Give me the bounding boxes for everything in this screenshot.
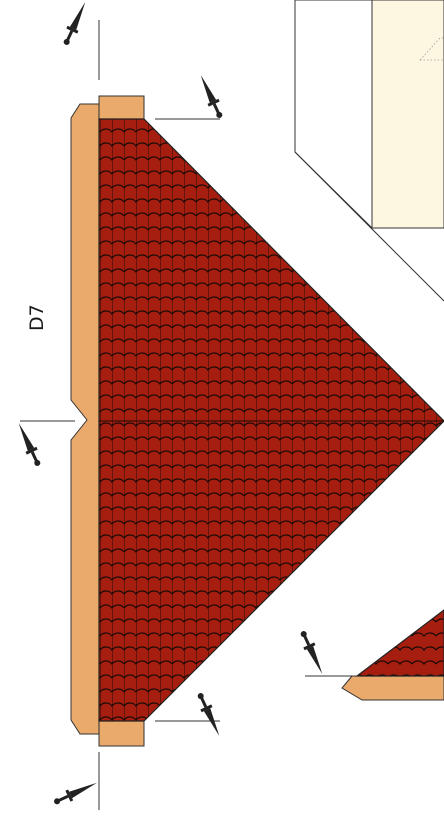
dagger-cut-icon bbox=[18, 423, 41, 466]
dagger-cut-icon bbox=[300, 631, 323, 674]
dagger-cut-icon bbox=[54, 782, 97, 805]
dagger-cut-icon bbox=[200, 75, 223, 118]
cut-guide-lines bbox=[20, 20, 360, 810]
dagger-cut-icon bbox=[63, 2, 86, 45]
part-label: D7 bbox=[26, 304, 48, 331]
cream-wall-panel bbox=[294, 0, 444, 229]
fold-guide-line bbox=[294, 151, 444, 302]
dagger-cut-icon bbox=[197, 693, 220, 736]
roof-tile-panel bbox=[98, 118, 444, 722]
adjacent-roof-piece bbox=[341, 609, 444, 701]
